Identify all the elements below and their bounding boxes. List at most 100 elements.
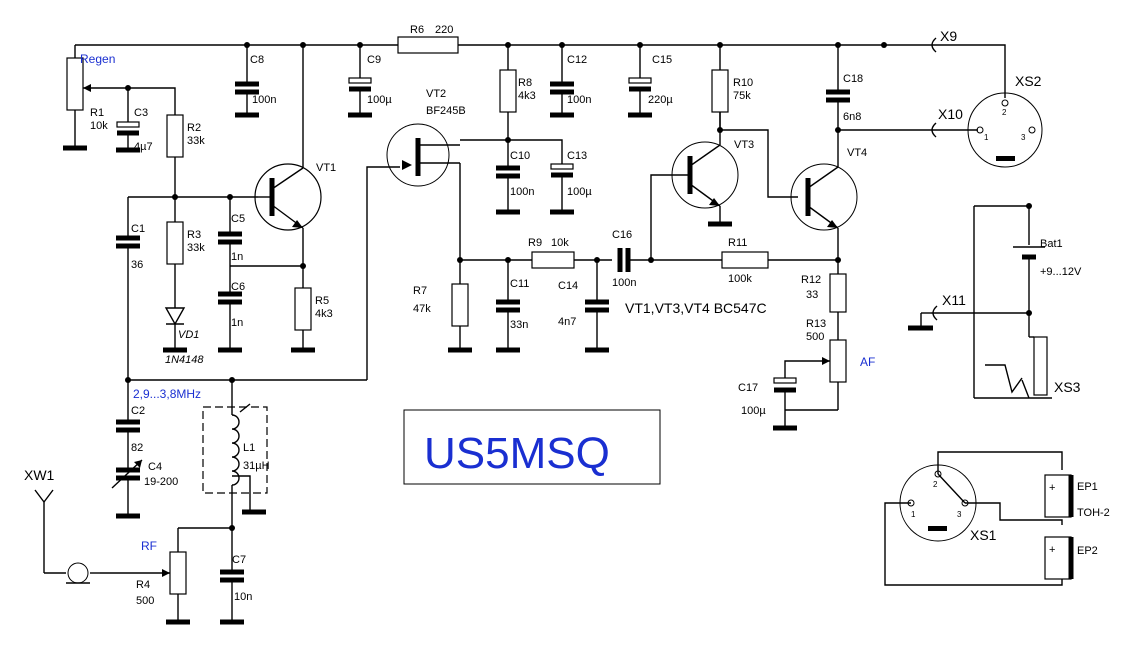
resistor-r3: R3 33k — [166, 197, 205, 308]
c6-value: 1n — [231, 317, 243, 329]
af-label: AF — [860, 355, 875, 369]
capacitor-c13: C13 100µ — [508, 139, 592, 215]
callsign-box: US5MSQ — [403, 409, 661, 485]
resistor-r9: R9 10k — [528, 237, 612, 269]
xs1-pin3: 3 — [957, 510, 962, 519]
capacitor-c4: C4 19-200 — [111, 459, 178, 519]
r1-value: 10k — [90, 120, 108, 132]
c3-ref: C3 — [134, 107, 148, 119]
capacitor-c7: C7 10n — [220, 554, 252, 625]
xs2-pin1: 1 — [984, 133, 989, 142]
r2-ref: R2 — [187, 122, 201, 134]
phones-type: TOH-2 — [1077, 507, 1110, 519]
r1-ref: R1 — [90, 107, 104, 119]
c5-ref: C5 — [231, 213, 245, 225]
c15-value: 220µ — [648, 94, 673, 106]
vd1-ref: VD1 — [178, 329, 199, 341]
resistor-r5: R5 4k3 — [291, 287, 333, 353]
capacitor-c1: C1 36 — [116, 197, 145, 380]
r2-value: 33k — [187, 135, 205, 147]
resistor-r6: R6 220 — [397, 24, 459, 54]
ep2-plus: + — [1049, 544, 1055, 556]
r10-ref: R10 — [733, 77, 753, 89]
c2-ref: C2 — [131, 405, 145, 417]
c7-ref: C7 — [232, 554, 246, 566]
transistor-vt3: VT3 — [650, 112, 754, 260]
bat1-ref: Bat1 — [1040, 238, 1063, 250]
c15-ref: C15 — [652, 54, 672, 66]
earphone-ep2: + EP2 — [1044, 536, 1098, 580]
c1-ref: C1 — [131, 223, 145, 235]
c6-ref: C6 — [231, 281, 245, 293]
xs1-pin2: 2 — [933, 480, 938, 489]
c16-value: 100n — [612, 277, 636, 289]
c13-value: 100µ — [567, 186, 592, 198]
xs3-label: XS3 — [1054, 379, 1081, 395]
capacitor-c14: C14 4n7 — [558, 260, 609, 353]
l1-value: 31µH — [243, 460, 270, 472]
r3-ref: R3 — [187, 229, 201, 241]
capacitor-c18: C18 6n8 — [826, 45, 930, 131]
c4-ref: C4 — [148, 461, 162, 473]
resistor-r10: R10 75k — [711, 45, 798, 198]
c8-ref: C8 — [250, 54, 264, 66]
xs1-label: XS1 — [970, 527, 997, 543]
r8-value: 4k3 — [518, 90, 536, 102]
vt1-ref: VT1 — [316, 162, 336, 174]
c14-ref: C14 — [558, 280, 578, 292]
l1-ref: L1 — [243, 442, 255, 454]
capacitor-c10: C10 100n — [496, 150, 534, 215]
xs1-pin1: 1 — [911, 510, 916, 519]
transistor-vt2: VT2 BF245B — [366, 88, 508, 380]
capacitor-c15: C15 220µ — [628, 45, 673, 118]
c14-value: 4n7 — [558, 316, 576, 328]
c5-value: 1n — [231, 251, 243, 263]
c18-ref: C18 — [843, 73, 863, 85]
antenna-xw1: XW1 — [24, 467, 100, 584]
r12-ref: R12 — [801, 274, 821, 286]
capacitor-c8: C8 100n — [235, 45, 276, 118]
c3-value: 4µ7 — [134, 141, 153, 153]
ep1-plus: + — [1049, 482, 1055, 494]
r5-value: 4k3 — [315, 308, 333, 320]
capacitor-c5: C5 1n — [218, 197, 245, 292]
capacitor-c12: C12 100n — [550, 45, 591, 118]
connector-x9: X9 — [931, 28, 957, 53]
r3-value: 33k — [187, 242, 205, 254]
regen-label: Regen — [80, 52, 115, 66]
resistor-r8: R8 4k3 — [499, 45, 536, 166]
vt2-ref: VT2 — [426, 88, 446, 100]
xs2-pin2: 2 — [1002, 108, 1007, 117]
r7-value: 47k — [413, 303, 431, 315]
xs2-pin3: 3 — [1021, 133, 1026, 142]
c7-value: 10n — [234, 591, 252, 603]
capacitor-c16: C16 100n — [612, 229, 722, 289]
r8-ref: R8 — [518, 77, 532, 89]
r4-ref: R4 — [136, 579, 150, 591]
x9-label: X9 — [940, 28, 957, 44]
resistor-r2: R2 33k — [128, 87, 205, 197]
r9-value: 10k — [551, 237, 569, 249]
capacitor-c11: C11 33n — [496, 260, 529, 353]
r11-ref: R11 — [728, 237, 747, 249]
jack-xs3: XS3 — [973, 206, 1081, 399]
connector-x10: X10 — [930, 106, 978, 138]
r10-value: 75k — [733, 90, 751, 102]
capacitor-c2: C2 82 — [116, 380, 145, 468]
callsign-text: US5MSQ — [424, 429, 610, 478]
inductor-l1: L1 31µH — [202, 380, 270, 558]
jack-xs1: 2 1 3 XS1 — [884, 451, 1063, 586]
c9-value: 100µ — [367, 94, 392, 106]
vt4-ref: VT4 — [847, 147, 867, 159]
resistor-r7: R7 47k — [413, 260, 472, 353]
c16-ref: C16 — [612, 229, 632, 241]
c11-ref: C11 — [510, 278, 529, 290]
earphone-ep1: + EP1 TOH-2 — [1044, 474, 1110, 519]
xs2-label: XS2 — [1015, 73, 1042, 89]
resistor-r11: R11 100k — [721, 237, 838, 285]
c9-ref: C9 — [367, 54, 381, 66]
ep2-ref: EP2 — [1077, 545, 1098, 557]
band-label: 2,9...3,8MHz — [133, 387, 201, 401]
r12-value: 33 — [806, 289, 818, 301]
